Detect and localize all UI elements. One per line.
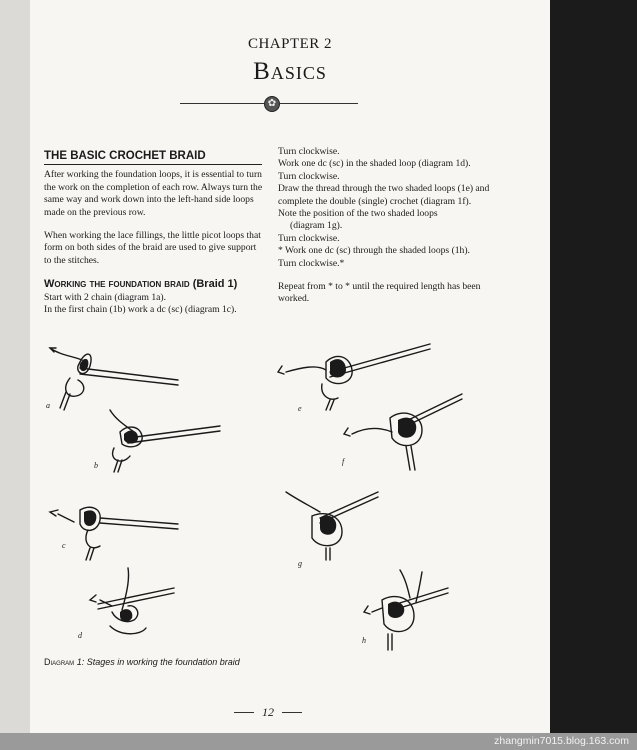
- ornament-rule-right: [280, 103, 358, 104]
- diagram-label-a: a: [46, 401, 50, 410]
- crochet-diagrams: a b c d e f g h: [46, 343, 463, 651]
- diagram-label-h: h: [362, 636, 366, 645]
- page-number-rule-left: [234, 712, 254, 713]
- diagram-c: [48, 506, 179, 561]
- instruction-line: Repeat from * to * until the required le…: [278, 281, 481, 305]
- watermark-text: zhangmin7015.blog.163.com: [494, 735, 629, 747]
- caption-prefix: Diagram: [44, 657, 75, 667]
- instruction-line: Turn clockwise.*: [278, 257, 345, 269]
- diagram-d: [88, 567, 175, 635]
- left-margin-background: [0, 0, 30, 750]
- diagram-e: [276, 343, 431, 411]
- scanner-dark-edge: [548, 0, 637, 733]
- bottom-bar: [0, 733, 637, 750]
- chapter-title: Basics: [253, 58, 327, 85]
- instruction-line: Turn clockwise.: [278, 170, 340, 182]
- page-number-rule-right: [282, 712, 302, 713]
- instruction-line: (diagram 1g).: [290, 220, 343, 232]
- book-page: CHAPTER 2 Basics ✿ THE BASIC CROCHET BRA…: [30, 0, 550, 733]
- diagram-label-c: c: [62, 541, 66, 550]
- paragraph-turn-work: After working the foundation loops, it i…: [44, 169, 263, 218]
- heading-braid-number: (Braid 1): [192, 278, 238, 291]
- diagram-label-g: g: [298, 559, 302, 568]
- page-number: 12: [262, 705, 274, 719]
- section-heading-basic-braid: THE BASIC CROCHET BRAID: [44, 150, 262, 166]
- diagram-label-b: b: [94, 461, 98, 470]
- instruction-line: Turn clockwise.: [278, 232, 340, 244]
- heading-small-caps: Working the foundation braid: [44, 278, 190, 291]
- ornament-rule-left: [180, 103, 264, 104]
- left-column: THE BASIC CROCHET BRAID After working th…: [44, 150, 264, 316]
- flower-ornament-icon: ✿: [264, 96, 280, 112]
- paragraph-lace-fillings: When working the lace fillings, the litt…: [44, 230, 261, 266]
- diagram-a: [48, 347, 179, 411]
- instruction-line: In the first chain (1b) work a dc (sc) (…: [44, 304, 237, 316]
- figure-caption: Diagram 1: Stages in working the foundat…: [44, 657, 240, 667]
- instruction-line: Turn clockwise.: [278, 146, 340, 157]
- chapter-label: CHAPTER 2: [247, 36, 333, 52]
- diagram-h: [362, 569, 449, 651]
- caption-text: 1: Stages in working the foundation brai…: [76, 657, 240, 667]
- diagram-label-f: f: [342, 457, 346, 466]
- diagram-label-e: e: [298, 404, 302, 413]
- instruction-line: Note the position of the two shaded loop…: [278, 208, 438, 220]
- instruction-line: Draw the thread through the two shaded l…: [278, 183, 490, 207]
- diagram-label-d: d: [78, 631, 83, 640]
- right-column: Turn clockwise. Work one dc (sc) in the …: [278, 146, 493, 306]
- section-heading-foundation-braid: Working the foundation braid (Braid 1): [44, 278, 264, 290]
- instruction-line: Start with 2 chain (diagram 1a).: [44, 291, 167, 303]
- diagram-b: [109, 409, 221, 473]
- instruction-line: * Work one dc (sc) through the shaded lo…: [278, 245, 470, 257]
- instruction-line: Work one dc (sc) in the shaded loop (dia…: [278, 158, 471, 170]
